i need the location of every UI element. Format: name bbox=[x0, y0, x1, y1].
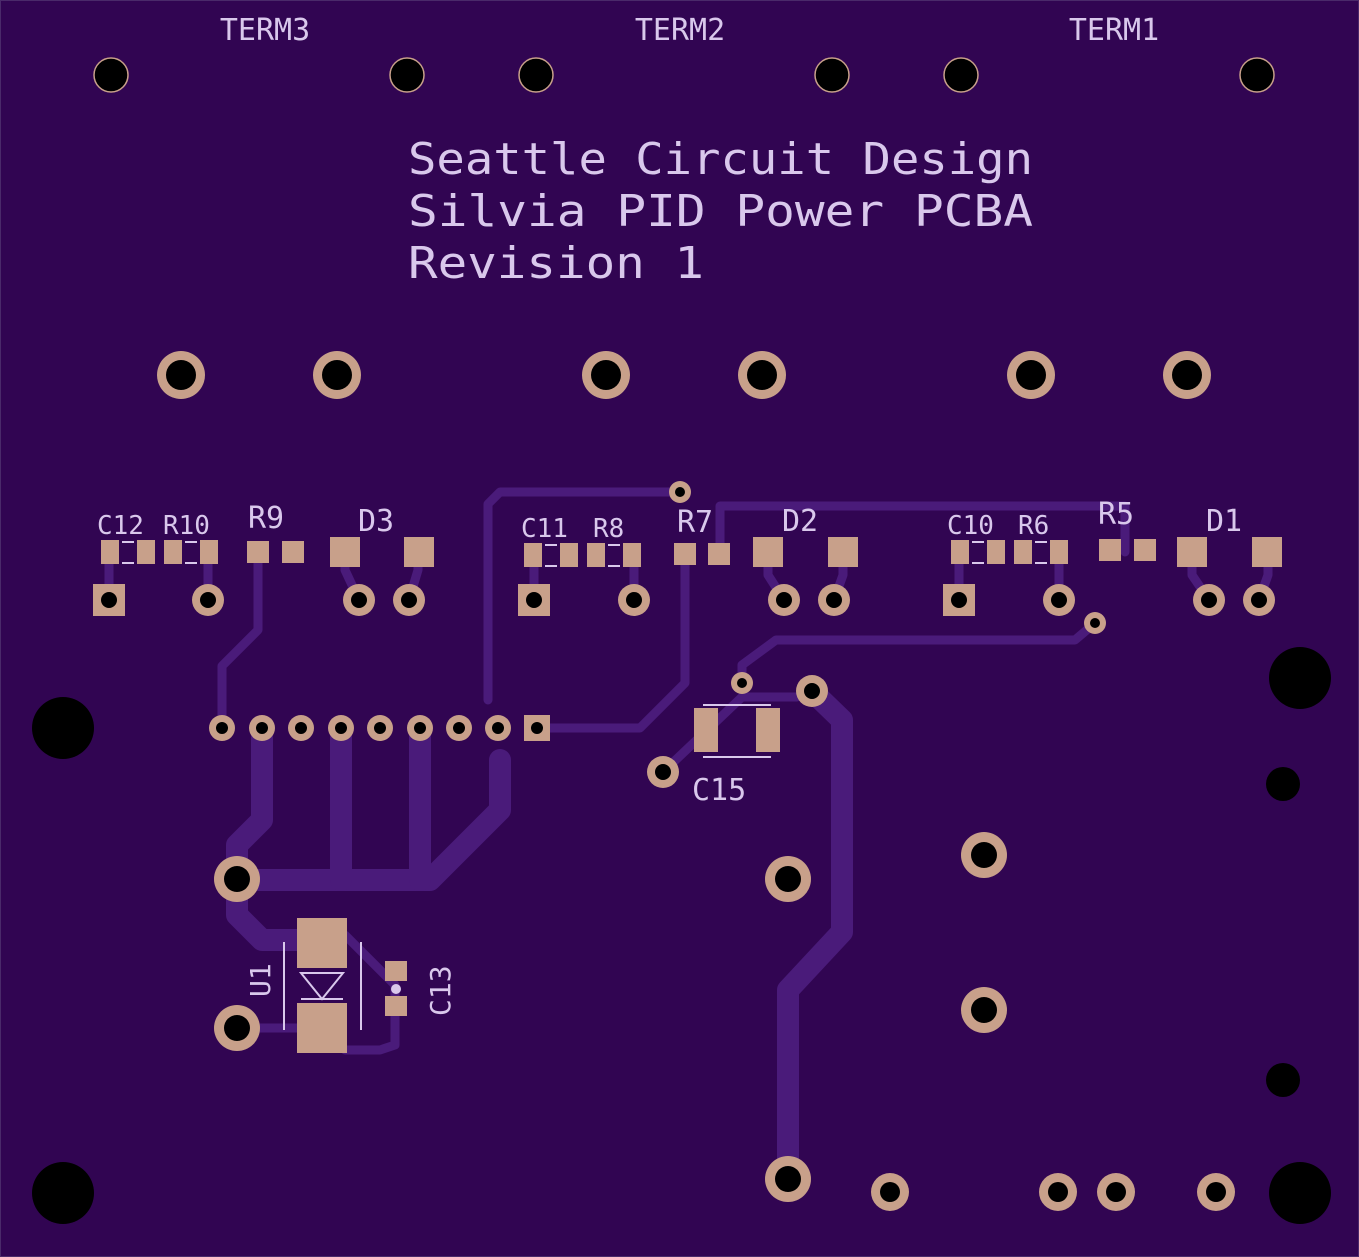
refdes-r9: R9 bbox=[248, 501, 284, 536]
large-thru-pads bbox=[157, 351, 1235, 1211]
small-thru-pads bbox=[93, 584, 1275, 788]
refdes-r5: R5 bbox=[1098, 497, 1134, 532]
mounting-holes bbox=[32, 647, 1331, 1224]
terminal-holes bbox=[93, 57, 1275, 93]
vias bbox=[669, 481, 1106, 694]
refdes-c12: C12 bbox=[97, 511, 144, 541]
refdes-c11: C11 bbox=[521, 514, 568, 544]
refdes-c15: C15 bbox=[692, 773, 746, 808]
refdes-r7: R7 bbox=[677, 505, 713, 540]
title-line-revision: Revision 1 bbox=[408, 238, 704, 289]
term1-label: TERM1 bbox=[1069, 13, 1159, 48]
title-line-company: Seattle Circuit Design bbox=[408, 134, 1033, 185]
refdes-d2: D2 bbox=[782, 504, 818, 539]
c13-polarity-dot bbox=[391, 984, 401, 994]
refdes-d3: D3 bbox=[358, 504, 394, 539]
term3-label: TERM3 bbox=[220, 13, 310, 48]
refdes-c10: C10 bbox=[947, 511, 994, 541]
silk-outlines bbox=[122, 541, 1047, 1030]
smd-pads bbox=[101, 537, 1282, 1053]
term2-label: TERM2 bbox=[635, 13, 725, 48]
refdes-u1: U1 bbox=[244, 963, 277, 997]
header-pins bbox=[209, 715, 550, 741]
refdes-r10: R10 bbox=[163, 511, 210, 541]
title-line-product: Silvia PID Power PCBA bbox=[408, 186, 1033, 237]
refdes-d1: D1 bbox=[1206, 504, 1242, 539]
refdes-r6: R6 bbox=[1018, 511, 1049, 541]
refdes-c13: C13 bbox=[424, 965, 457, 1016]
refdes-r8: R8 bbox=[593, 514, 624, 544]
